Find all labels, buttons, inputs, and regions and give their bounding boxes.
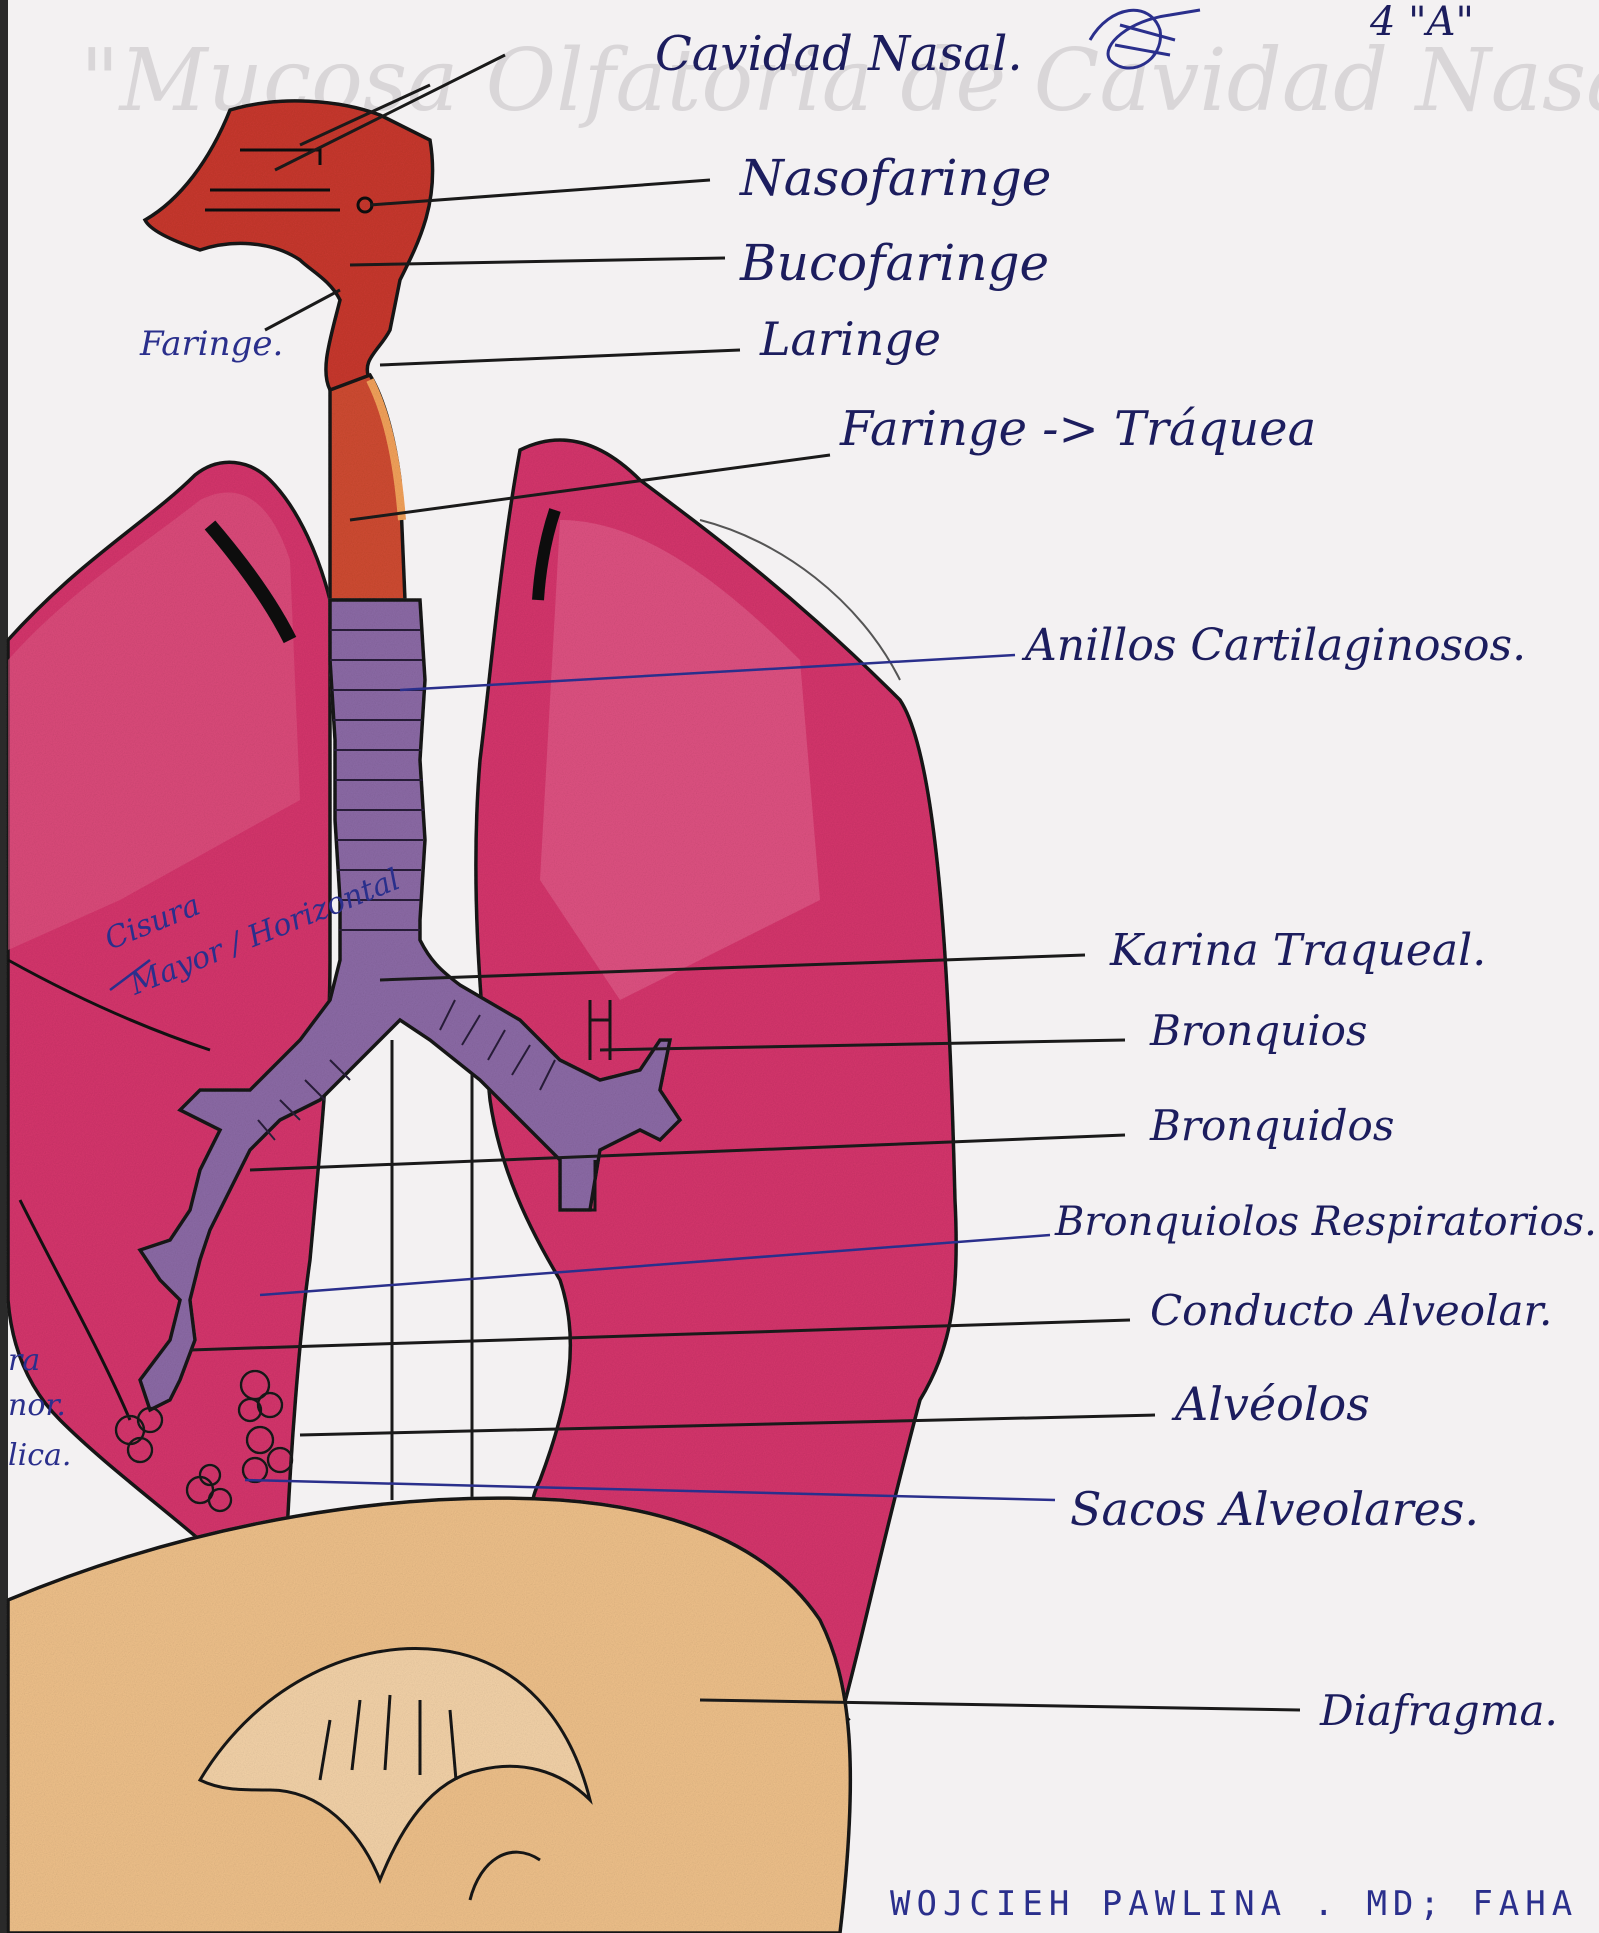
label-karina-traqueal: Karina Traqueal. (1109, 925, 1486, 976)
label-anillos-cartilaginosos: Anillos Cartilaginosos. (1021, 620, 1526, 671)
label-alveolos: Alvéolos (1171, 1377, 1370, 1431)
label-nasofaringe: Nasofaringe (739, 149, 1051, 207)
trachea-tube (330, 375, 405, 600)
label-diafragma: Diafragma. (1319, 1686, 1558, 1735)
label-laringe: Laringe (759, 312, 941, 366)
edge-label-lica: lica. (8, 1438, 71, 1473)
label-faringe-traquea: Faringe -> Tráquea (839, 401, 1316, 457)
label-cavidad-nasal: Cavidad Nasal. (655, 26, 1023, 82)
edge-label-ra: ra (8, 1343, 40, 1378)
label-conducto-alveolar: Conducto Alveolar. (1150, 1286, 1552, 1335)
label-bucofaringe: Bucofaringe (739, 234, 1049, 292)
edge-label-nor: nor. (8, 1388, 66, 1423)
label-faringe-left: Faringe. (139, 324, 283, 364)
label-bronquiolos-respiratorios: Bronquiolos Respiratorios. (1054, 1199, 1597, 1245)
label-bronquiolos: Bronquidos (1149, 1101, 1394, 1150)
label-bronquios: Bronquios (1149, 1006, 1368, 1055)
label-sacos-alveolares: Sacos Alveolares. (1070, 1482, 1479, 1536)
footer-credit: WOJCIEH PAWLINA . MD; FAHA (890, 1884, 1578, 1924)
corner-label: 4 "A" (1369, 0, 1474, 45)
